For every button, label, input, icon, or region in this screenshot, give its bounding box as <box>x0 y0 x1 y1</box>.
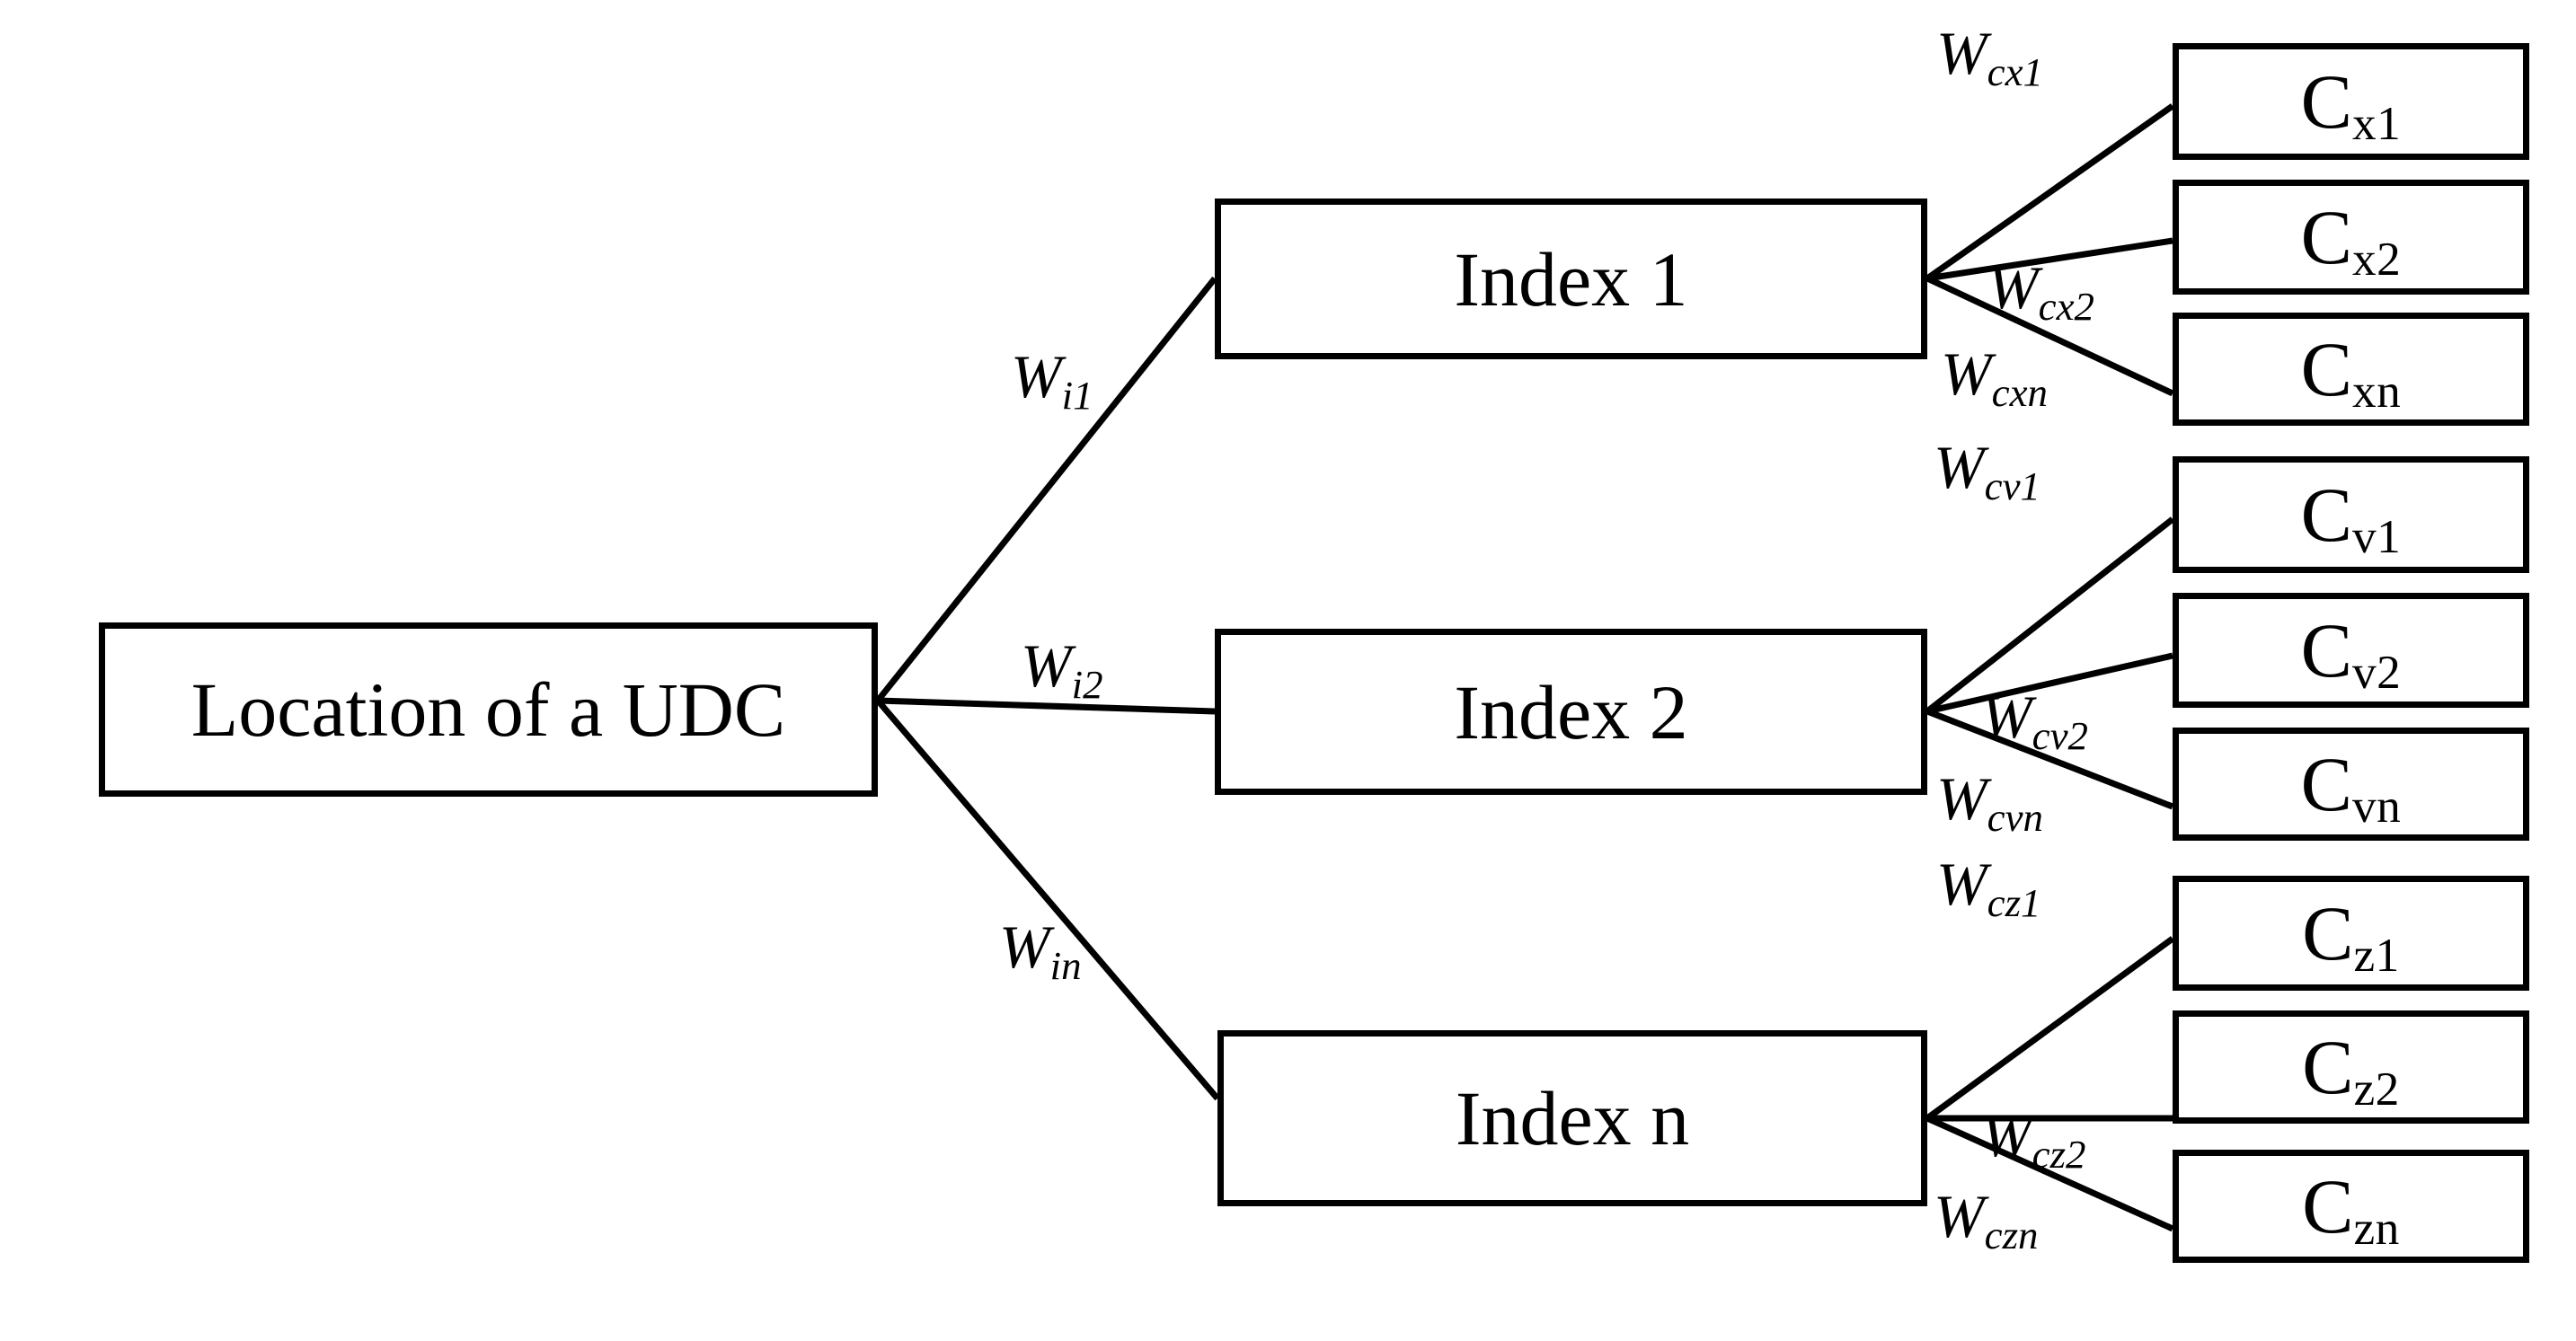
leaf-base: C <box>2300 741 2352 827</box>
weight-subscript: czn <box>1984 1212 2039 1257</box>
node-c-zn-label: Czn <box>2302 1168 2400 1251</box>
weight-label-c-z1: Wcz1 <box>1936 853 2040 922</box>
leaf-base: C <box>2302 1024 2354 1110</box>
weight-subscript: cvn <box>1987 794 2043 840</box>
edge-index-n-c-z1 <box>1925 936 2175 1121</box>
weight-subscript: cxn <box>1991 369 2048 415</box>
node-c-z1-label: Cz1 <box>2302 895 2400 978</box>
edge-index-1-c-xn <box>1925 275 2174 397</box>
leaf-subscript: x1 <box>2351 95 2402 150</box>
weight-label-c-v1: Wcv1 <box>1934 437 2040 506</box>
leaf-subscript: z1 <box>2353 927 2400 982</box>
weight-label-index-2: Wi2 <box>1021 635 1103 704</box>
node-index-2-label: Index 2 <box>1454 668 1688 755</box>
weight-subscript: i2 <box>1071 661 1103 707</box>
weight-subscript: cz2 <box>2032 1131 2086 1177</box>
leaf-base: C <box>2300 58 2352 145</box>
node-index-n-label: Index n <box>1455 1075 1690 1161</box>
edge-index-2-c-v2 <box>1926 652 2173 715</box>
weight-label-c-v2: Wcv2 <box>1981 686 2088 755</box>
leaf-base: C <box>2300 472 2352 558</box>
node-c-zn[interactable]: Czn <box>2173 1150 2529 1263</box>
weight-base: W <box>1021 631 1072 700</box>
weight-label-index-n: Win <box>999 916 1082 985</box>
weight-label-c-x1: Wcx1 <box>1936 19 2043 92</box>
weight-base: W <box>1934 433 1985 501</box>
node-index-1-label: Index 1 <box>1454 235 1688 322</box>
node-c-xn-label: Cxn <box>2301 331 2402 414</box>
leaf-subscript: v2 <box>2351 644 2402 699</box>
weight-label-c-x2: Wcx2 <box>1987 257 2094 326</box>
weight-subscript: cz1 <box>1987 879 2041 925</box>
edge-root-index-n <box>875 698 1220 1101</box>
weight-base: W <box>1941 340 1992 408</box>
weight-subscript: cv1 <box>1984 463 2040 508</box>
node-c-x1-label: Cx1 <box>2301 63 2402 146</box>
weight-base: W <box>1987 253 2039 322</box>
weight-subscript: cv2 <box>2032 712 2088 758</box>
node-c-x1[interactable]: Cx1 <box>2173 43 2529 160</box>
weight-label-c-zn: Wczn <box>1934 1186 2038 1255</box>
leaf-subscript: z2 <box>2353 1061 2400 1116</box>
node-c-x2-label: Cx2 <box>2301 199 2402 282</box>
weight-base: W <box>1936 764 1987 833</box>
node-index-n[interactable]: Index n <box>1217 1030 1927 1206</box>
node-c-v1-label: Cv1 <box>2301 476 2402 560</box>
leaf-subscript: x2 <box>2351 231 2402 286</box>
weight-subscript: i1 <box>1061 372 1093 418</box>
node-c-z2-label: Cz2 <box>2302 1028 2400 1112</box>
edge-index-2-c-vn <box>1925 708 2174 810</box>
weight-base: W <box>1981 683 2032 751</box>
edge-index-1-c-x2 <box>1926 237 2173 282</box>
node-c-z1[interactable]: Cz1 <box>2173 876 2529 991</box>
leaf-subscript: xn <box>2351 363 2402 418</box>
weight-base: W <box>999 913 1050 981</box>
leaf-base: C <box>2300 194 2352 280</box>
node-c-vn-label: Cvn <box>2301 745 2402 829</box>
node-c-v1[interactable]: Cv1 <box>2173 456 2529 573</box>
node-root-label: Location of a UDC <box>190 666 786 753</box>
weight-subscript: cx2 <box>2038 283 2094 329</box>
leaf-base: C <box>2302 890 2354 976</box>
node-root[interactable]: Location of a UDC <box>99 622 878 797</box>
node-c-xn[interactable]: Cxn <box>2173 313 2529 426</box>
weight-label-index-1: Wi1 <box>1011 346 1093 415</box>
weight-label-c-xn: Wcxn <box>1941 343 2048 412</box>
node-c-v2[interactable]: Cv2 <box>2173 593 2529 708</box>
node-c-vn[interactable]: Cvn <box>2173 728 2529 841</box>
weight-label-c-z2: Wcz2 <box>1981 1105 2085 1174</box>
edge-index-n-c-zn <box>1925 1115 2174 1232</box>
weight-label-c-vn: Wcvn <box>1936 768 2043 837</box>
weight-base: W <box>1936 850 1987 918</box>
node-index-2[interactable]: Index 2 <box>1215 629 1927 795</box>
weight-base: W <box>1936 19 1987 87</box>
weight-base: W <box>1934 1182 1985 1250</box>
leaf-base: C <box>2302 1163 2354 1249</box>
node-c-v2-label: Cv2 <box>2301 612 2402 695</box>
leaf-subscript: zn <box>2353 1200 2400 1255</box>
weight-subscript: cx1 <box>1987 49 2043 94</box>
weight-base: W <box>1981 1101 2032 1169</box>
leaf-base: C <box>2300 607 2352 693</box>
node-index-1[interactable]: Index 1 <box>1215 199 1927 359</box>
weight-subscript: in <box>1049 942 1082 988</box>
weight-base: W <box>1011 342 1062 410</box>
edge-root-index-1 <box>875 276 1217 703</box>
leaf-subscript: vn <box>2351 778 2402 833</box>
node-c-x2[interactable]: Cx2 <box>2173 180 2529 295</box>
leaf-subscript: v1 <box>2351 508 2402 563</box>
edge-index-1-c-x1 <box>1925 103 2175 281</box>
edge-root-index-2 <box>877 697 1216 715</box>
edge-index-2-c-v1 <box>1925 516 2175 714</box>
leaf-base: C <box>2300 326 2352 412</box>
node-c-z2[interactable]: Cz2 <box>2173 1010 2529 1124</box>
